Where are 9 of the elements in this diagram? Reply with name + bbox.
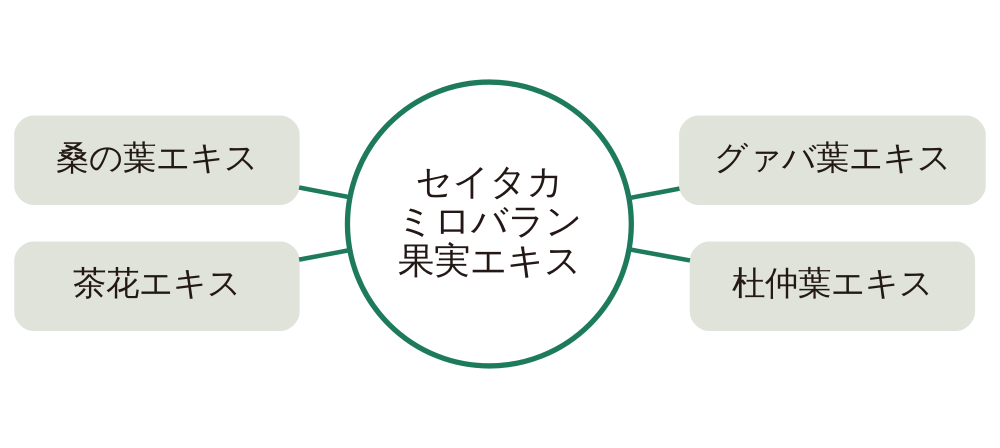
- connector: [628, 186, 680, 200]
- node-box: グァバ葉エキス: [679, 115, 986, 206]
- node-box: 桑の葉エキス: [14, 115, 300, 206]
- node-circle: セイタカミロバラン果実エキス: [344, 79, 634, 369]
- connector: [298, 185, 350, 200]
- node-box: 杜仲葉エキス: [690, 241, 976, 332]
- connector: [628, 247, 690, 263]
- connector: [298, 248, 350, 262]
- node-box: 茶花エキス: [14, 241, 300, 332]
